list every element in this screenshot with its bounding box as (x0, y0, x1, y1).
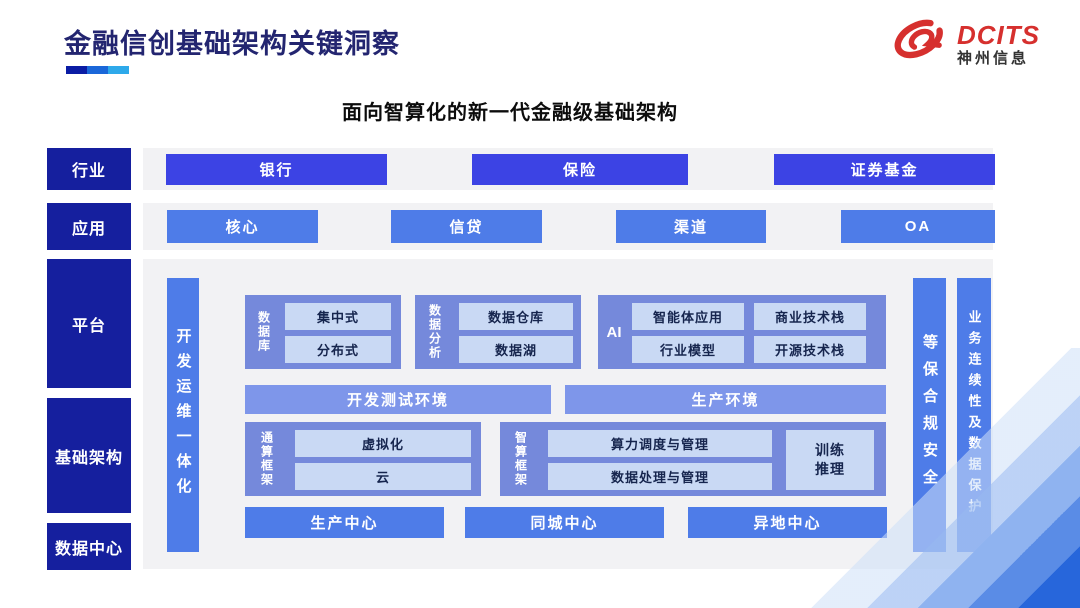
diagram-title: 面向智算化的新一代金融级基础架构 (342, 102, 678, 124)
chip-training-inference: 训练推理 (786, 430, 874, 490)
general-compute-group: 通算框架 虚拟化 云 (245, 422, 481, 496)
chip-commercial-stack: 商业技术栈 (754, 303, 866, 330)
company-logo: DCITS 神州信息 (893, 16, 1040, 73)
swirl-logo-icon (893, 16, 951, 73)
rail-item-platform: 平台 (47, 259, 131, 388)
industry-insurance: 保险 (472, 154, 688, 185)
production-env-bar: 生产环境 (565, 385, 886, 414)
underline-segment (108, 66, 129, 74)
general-compute-label: 通算框架 (259, 431, 274, 487)
chip-agent-apps: 智能体应用 (632, 303, 744, 330)
chip-cloud: 云 (295, 463, 471, 490)
production-center: 生产中心 (245, 507, 444, 538)
logo-company-text: 神州信息 (957, 50, 1030, 68)
title-underline (66, 66, 129, 74)
chip-virtualization: 虚拟化 (295, 430, 471, 457)
analytics-group: 数据分析 数据仓库 数据湖 (415, 295, 581, 369)
industry-bank: 银行 (166, 154, 387, 185)
logo-brand-text: DCITS (957, 19, 1040, 50)
compliance-security-bar: 等保合规安全 (913, 278, 946, 552)
intelligent-compute-group: 智算框架 算力调度与管理 数据处理与管理 训练推理 (500, 422, 886, 496)
business-continuity-bar: 业务连续性及数据保护 (957, 278, 991, 552)
same-city-center: 同城中心 (465, 507, 664, 538)
analytics-group-label: 数据分析 (427, 304, 442, 360)
database-group-label: 数据库 (256, 311, 271, 353)
chip-open-source-stack: 开源技术栈 (754, 336, 866, 363)
app-credit: 信贷 (391, 210, 542, 243)
ai-group-label: AI (606, 323, 622, 341)
rail-item-application: 应用 (47, 203, 131, 250)
platform-infrastructure-panel: 开发运维一体化 数据库 集中式 分布式 数据分析 数据仓库 数据湖 AI 智能体… (143, 259, 993, 569)
page-title: 金融信创基础架构关键洞察 (64, 29, 400, 59)
chip-data-warehouse: 数据仓库 (459, 303, 573, 330)
chip-industry-models: 行业模型 (632, 336, 744, 363)
intelligent-compute-label: 智算框架 (513, 431, 528, 487)
underline-segment (87, 66, 108, 74)
industry-securities-funds: 证券基金 (774, 154, 995, 185)
chip-compute-scheduling: 算力调度与管理 (548, 430, 772, 457)
rail-item-infrastructure: 基础架构 (47, 398, 131, 513)
app-oa: OA (841, 210, 995, 243)
underline-segment (66, 66, 87, 74)
dev-test-env-bar: 开发测试环境 (245, 385, 551, 414)
chip-distributed: 分布式 (285, 336, 391, 363)
app-core: 核心 (167, 210, 318, 243)
app-channel: 渠道 (616, 210, 766, 243)
remote-center: 异地中心 (688, 507, 887, 538)
ai-group: AI 智能体应用 商业技术栈 行业模型 开源技术栈 (598, 295, 886, 369)
chip-data-lake: 数据湖 (459, 336, 573, 363)
rail-item-datacenter: 数据中心 (47, 523, 131, 570)
devops-integration-bar: 开发运维一体化 (167, 278, 199, 552)
rail-item-industry: 行业 (47, 148, 131, 190)
database-group: 数据库 集中式 分布式 (245, 295, 401, 369)
chip-data-processing: 数据处理与管理 (548, 463, 772, 490)
application-row: 核心 信贷 渠道 OA (143, 203, 995, 250)
industry-row: 银行 保险 证券基金 (143, 148, 995, 190)
chip-centralized: 集中式 (285, 303, 391, 330)
